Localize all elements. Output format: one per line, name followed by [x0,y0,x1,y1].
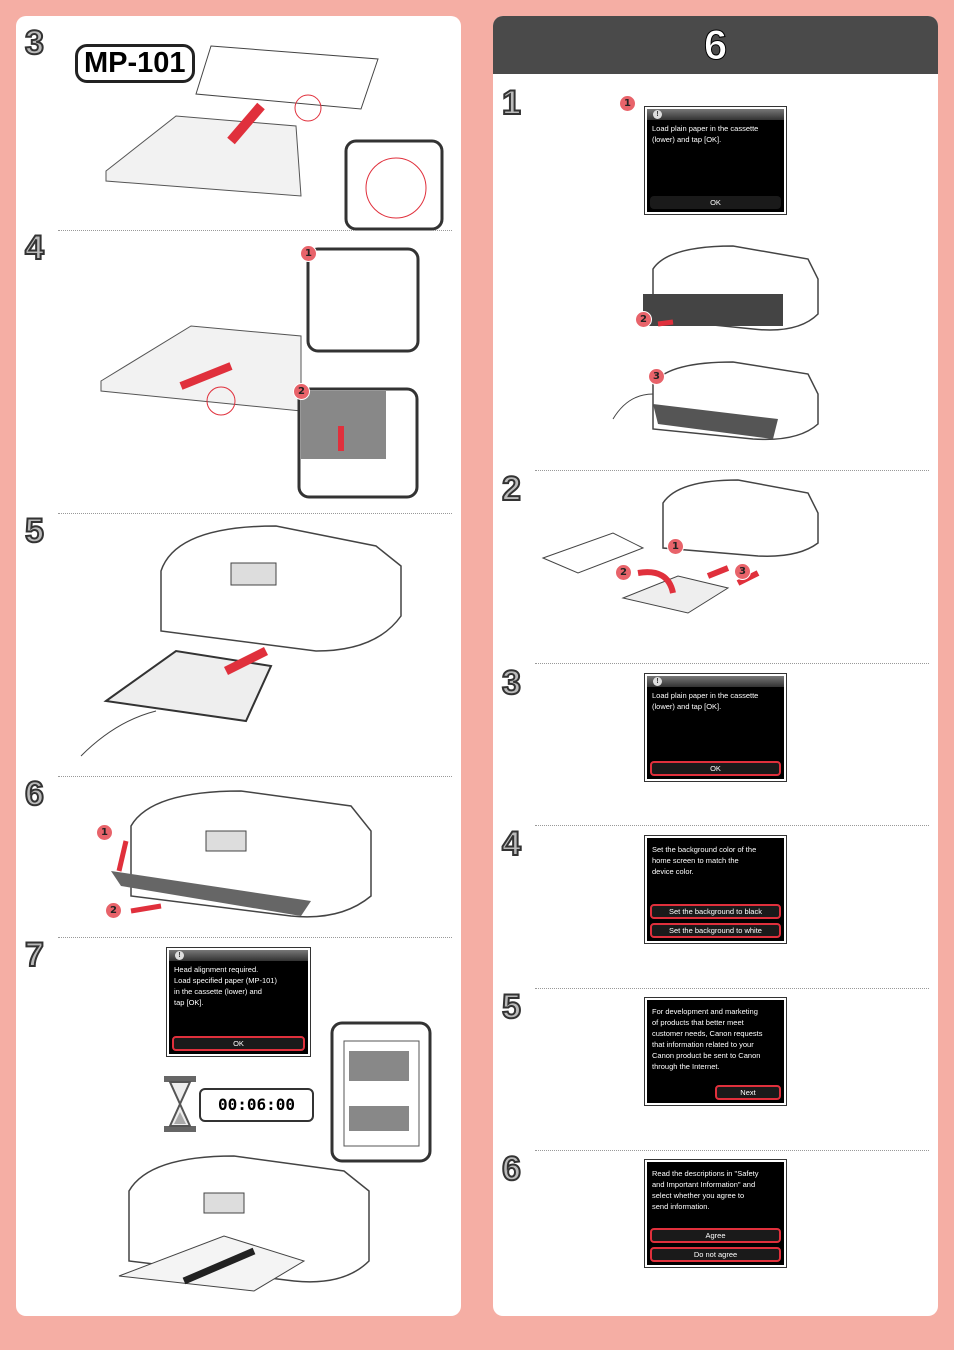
screen-text: Load specified paper (MP-101) [174,976,277,985]
load-paper-screen: ! Load plain paper in the cassette (lower… [644,106,787,215]
callout-1: 1 [300,245,317,262]
screen-text: For development and marketing [652,1007,758,1016]
divider [58,776,452,777]
screen-text: device color. [652,867,694,876]
section-header: 6 [493,16,938,74]
set-background-black-button[interactable]: Set the background to black [650,904,781,919]
divider [535,988,929,989]
screen-text: Set the background color of the [652,845,757,854]
head-alignment-screen: ! Head alignment required. Load specifie… [166,947,311,1057]
screen-text: Load plain paper in the cassette [652,691,759,700]
screen-text: tap [OK]. [174,998,204,1007]
printer-cassette-illustration [612,245,819,441]
callout-3: 3 [648,368,665,385]
screen-text: (lower) and tap [OK]. [652,702,722,711]
ok-button[interactable]: OK [650,761,781,776]
screen-text: send information. [652,1202,710,1211]
step-number: 6 [501,1150,522,1188]
callout-2: 2 [105,902,122,919]
agreement-screen: Read the descriptions in "Safety and Impo… [644,1159,787,1268]
screen-text: and Important Information" and [652,1180,756,1189]
cassette-illustration [105,45,444,231]
output-tray-illustration [111,790,372,918]
warning-icon: ! [175,951,184,960]
screen-text: Canon product be sent to Canon [652,1051,761,1060]
agree-button[interactable]: Agree [650,1228,781,1243]
divider [535,825,929,826]
screen-text: Head alignment required. [174,965,259,974]
callout-1: 1 [619,95,636,112]
step-number: 2 [501,470,522,508]
divider [535,470,929,471]
set-background-white-button[interactable]: Set the background to white [650,923,781,938]
divider [58,513,452,514]
information-sending-screen: For development and marketing of products… [644,997,787,1106]
next-button[interactable]: Next [715,1085,781,1100]
callout-1: 1 [667,538,684,555]
step-number: 3 [501,664,522,702]
callout-1: 1 [96,824,113,841]
timer-value: 00:06:00 [217,1095,296,1114]
divider [535,663,929,664]
do-not-agree-button[interactable]: Do not agree [650,1247,781,1262]
step-number: 4 [501,825,522,863]
screen-text: that information related to your [652,1040,754,1049]
ok-button[interactable]: OK [650,196,781,209]
callout-2: 2 [615,564,632,581]
divider [58,937,452,938]
ok-button[interactable]: OK [172,1036,305,1051]
screen-text: Load plain paper in the cassette [652,124,759,133]
hourglass-icon [164,1076,196,1132]
load-paper-illustration [541,479,819,614]
callout-2: 2 [635,311,652,328]
step-number: 5 [24,512,45,550]
divider [535,1150,929,1151]
step-number: 7 [24,936,45,974]
step-number: 4 [24,229,45,267]
screen-text: in the cassette (lower) and [174,987,262,996]
print-pattern-illustration [118,1021,432,1292]
callout-3: 3 [734,563,751,580]
screen-text: customer needs, Canon requests [652,1029,763,1038]
cassette-guides-illustration [100,247,420,499]
background-color-screen: Set the background color of the home scre… [644,835,787,944]
step-number: 3 [24,24,45,62]
load-paper-screen: ! Load plain paper in the cassette (lower… [644,673,787,782]
screen-text: Read the descriptions in "Safety [652,1169,759,1178]
step-number: 5 [501,988,522,1026]
divider [58,230,452,231]
timer-display: 00:06:00 [199,1088,314,1122]
screen-text: home screen to match the [652,856,739,865]
step-number: 1 [501,84,522,122]
callout-2: 2 [293,383,310,400]
screen-text: select whether you agree to [652,1191,745,1200]
section-number: 6 [703,21,728,69]
warning-icon: ! [653,110,662,119]
step-number: 6 [24,775,45,813]
screen-text: through the Internet. [652,1062,720,1071]
screen-text: (lower) and tap [OK]. [652,135,722,144]
right-panel: 6 1 1 ! Load plain paper in the cassette… [493,16,938,1316]
warning-icon: ! [653,677,662,686]
screen-text: of products that better meet [652,1018,744,1027]
insert-cassette-illustration [80,525,402,757]
paper-label: MP-101 [75,44,195,83]
left-panel: 3 MP-101 4 1 2 5 6 1 2 7 ! Head alignmen… [16,16,461,1316]
